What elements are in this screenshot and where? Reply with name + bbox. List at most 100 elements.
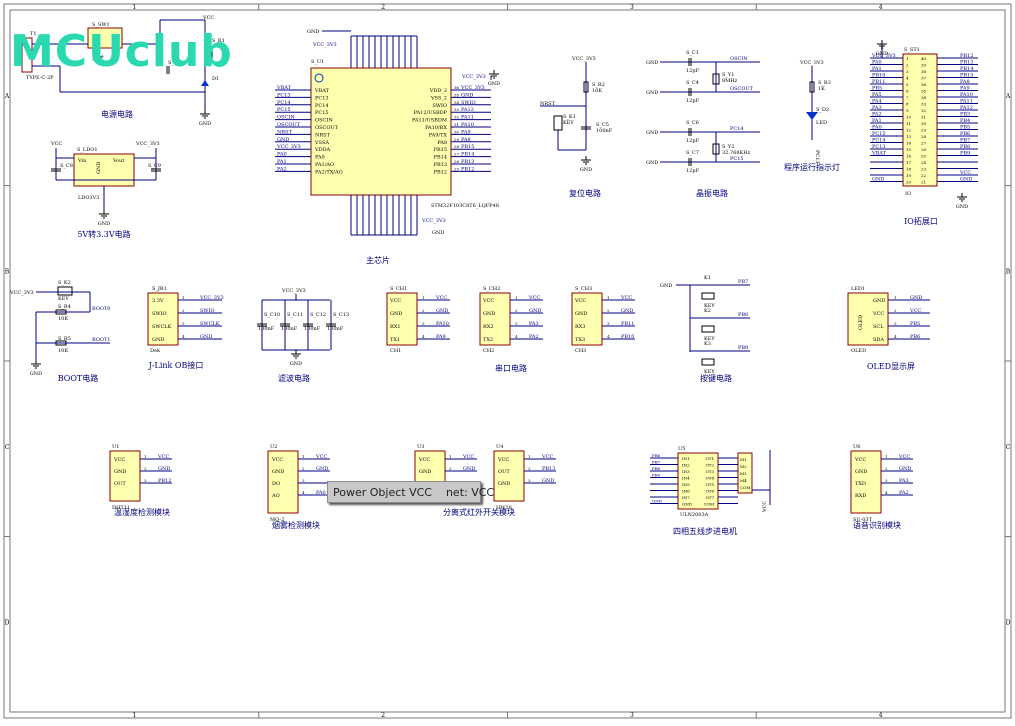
oled-net: VCC [909,308,921,314]
io-right-net: PB14 [960,66,973,72]
mcu-right-net: PB14 [461,152,474,158]
io-pin-num: 33 [921,102,927,107]
cap-designator: S_C12 [310,312,326,318]
module-designator: U3 [417,444,424,450]
mcu-pin-num: 29 [454,137,460,142]
uart-net: PB11 [621,321,634,327]
crystal-net: OSCOUT [730,86,754,92]
key-value: KEY [704,369,715,375]
mcu-pin-name: PC13 [315,95,329,101]
module-net: PA0 [316,490,326,496]
io-left-net: GND [872,177,884,183]
uln-pin: OT4 [706,476,715,481]
caption-voice: 语音识别模块 [853,520,901,530]
caption-ldo: 5V转3.3V电路 [77,229,130,239]
mcu-right-net: PA9 [461,129,471,135]
io-right-net: PB13 [960,60,973,66]
uart-pin: RX3 [575,324,586,330]
uart-net: VCC [528,295,540,301]
mcu-left-net: NRST [277,129,293,135]
mcu-right-net: VCC_3V3 [460,85,485,91]
cap-designator: S_C1 [686,50,699,56]
io-left-net: VBAT [871,151,887,157]
cap-value: 100nF [596,128,613,134]
module-net: GND [542,478,554,484]
key-net: PB7 [738,279,748,285]
mcu-right-net: PA8 [461,137,471,143]
io-pin-num: 31 [921,115,926,120]
uart-pin: GND [483,311,495,317]
io-pin-num: 6 [906,89,909,94]
vcc33-label: VCC_3V3 [9,290,34,296]
io-pin-num: 5 [906,82,909,87]
io-left-net: VCC_3V3 [871,53,896,59]
mcu-left-net: PA1 [277,159,287,165]
io-left-net: PA0 [872,125,882,131]
pin-num: 1 [302,454,305,459]
io-right-net: PB12 [960,53,973,59]
gnd-label: GND [646,130,658,136]
border-row-label: D [5,619,10,626]
oled-net: PB5 [910,321,920,327]
cap-designator: S_C8 [60,163,73,169]
jlink-pin: SWCLK [152,324,172,330]
vcc33-label: VCC_3V3 [135,141,160,147]
crystal-net: OSCIN [730,56,748,62]
mcu-pin-name: PC15 [315,110,329,116]
border-row-label: D [1006,619,1011,626]
io-pin-num: 29 [921,128,927,133]
pin-num: 2 [885,466,888,471]
module-net: PA3 [899,478,909,484]
pin-num: 4 [894,334,897,339]
pin-num: 3 [607,321,610,326]
vcc-label: VCC [50,141,62,147]
caption-led: 程序运行指示灯 [784,162,840,172]
uart-net: GND [529,308,541,314]
io-right-net: PA8 [960,79,970,85]
pin-num: 1 [422,295,425,300]
connector-part: TYPE-C-2P [26,75,54,81]
jlink-net: SWCLK [200,321,220,327]
res-designator: S_R2 [592,82,605,88]
pin-num: 4 [302,490,305,495]
uln-pin: IN3 [682,469,690,474]
ldo-part: LDO3V3 [78,195,99,201]
pin-num: 2 [515,308,518,313]
cap-designator: S_C4 [686,80,699,86]
mcu-left-net: PA2 [277,166,287,172]
mcu-left-net: PC14 [277,100,291,106]
cap-value: 12pF [686,168,700,174]
caption-boot: BOOT电路 [58,373,98,383]
border-col-label: 4 [879,4,883,11]
uln-pin: IN5 [682,482,690,487]
io-right-net: PB8 [960,144,970,150]
module-net: GND [899,466,911,472]
mcu-pin-num: 33 [454,107,460,112]
cap-value: 12pF [686,138,700,144]
io-pin-num: 38 [921,69,927,74]
oled-net: PB6 [910,334,920,340]
io-pin-num: 26 [921,147,927,152]
io-left-net: PA4 [872,99,882,105]
crystal-value: 32.768KHz [722,150,751,156]
io-left-net: PA0 [872,60,882,66]
led-net: PC13 [814,150,820,164]
uart-net: PB10 [621,334,634,340]
module-pin: GND [272,469,284,475]
jlink-part: Dek [150,348,161,354]
cap-value: 100nF [281,326,298,332]
key-value: KEY [563,120,574,126]
gnd-label: GND [30,371,42,377]
uln-pin: OT2 [706,463,715,468]
key-designator: S_K1 [563,114,576,120]
mcu-pin-num: 34 [454,100,460,105]
pin-num: 1 [515,295,518,300]
caption-uart: 串口电路 [495,363,527,373]
mcu-right-net: PB12 [461,166,474,172]
oled-name-vertical: OLED [858,315,864,330]
uart-net: GND [436,308,448,314]
